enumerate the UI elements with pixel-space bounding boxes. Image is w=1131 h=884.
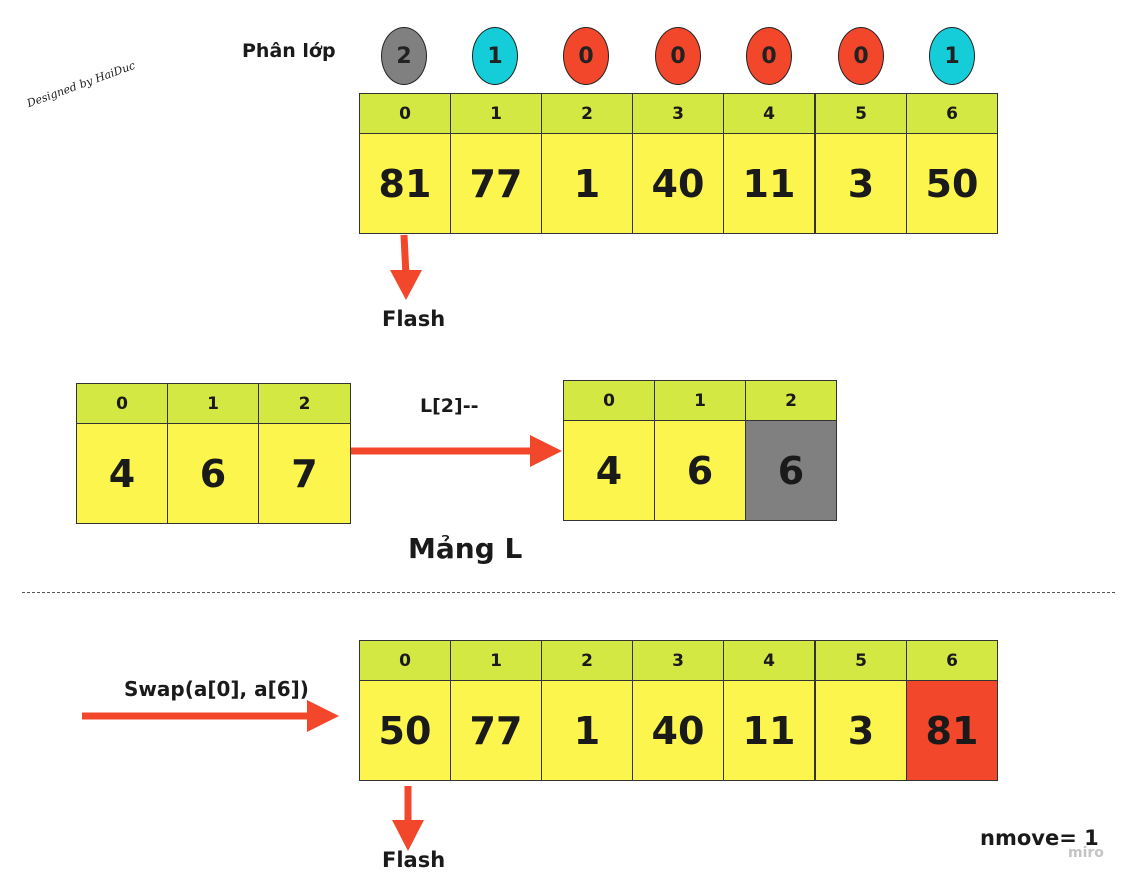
class-label: Phân lớp	[242, 40, 336, 62]
cell-index: 1	[655, 381, 745, 421]
cell-value: 1	[542, 134, 632, 233]
flash-arrow-bottom	[392, 786, 424, 851]
cell-index: 0	[564, 381, 654, 421]
decrement-label: L[2]--	[420, 395, 479, 417]
cell-value: 11	[724, 134, 814, 233]
cell-value: 4	[564, 421, 654, 520]
flash-arrow-top	[390, 234, 422, 300]
cell-value: 3	[816, 681, 906, 780]
class-badge-6: 1	[929, 27, 975, 85]
cell-index: 2	[542, 641, 632, 681]
cell-index: 3	[633, 94, 723, 134]
cell-value: 11	[724, 681, 814, 780]
cell-index: 4	[724, 641, 814, 681]
cell-value: 1	[542, 681, 632, 780]
cell-value: 50	[907, 134, 997, 233]
flash-label-bottom: Flash	[382, 848, 446, 872]
class-badge-3: 0	[655, 27, 701, 85]
cell-value: 7	[259, 424, 350, 523]
decrement-arrow	[351, 435, 562, 467]
flash-label-top: Flash	[382, 307, 446, 331]
class-badge-0: 2	[381, 27, 427, 85]
cell-value: 40	[633, 681, 723, 780]
cell-value-highlighted: 81	[907, 681, 997, 780]
cell-value: 3	[816, 134, 906, 233]
cell-value: 77	[451, 134, 541, 233]
cell-index: 0	[360, 94, 450, 134]
swap-label: Swap(a[0], a[6])	[124, 677, 309, 701]
class-badge-5: 0	[838, 27, 884, 85]
cell-index: 6	[907, 94, 997, 134]
cell-value: 81	[360, 134, 450, 233]
class-badge-2: 0	[563, 27, 609, 85]
swap-arrow	[82, 700, 339, 732]
class-badge-1: 1	[472, 27, 518, 85]
cell-value: 6	[168, 424, 258, 523]
cell-index: 3	[633, 641, 723, 681]
cell-value: 50	[360, 681, 450, 780]
cell-index: 0	[77, 384, 167, 424]
cell-index: 0	[360, 641, 450, 681]
cell-index: 2	[746, 381, 836, 421]
cell-index: 2	[259, 384, 350, 424]
section-divider	[22, 592, 1115, 593]
cell-index: 6	[907, 641, 997, 681]
cell-value: 77	[451, 681, 541, 780]
cell-index: 1	[451, 94, 541, 134]
cell-value: 40	[633, 134, 723, 233]
nmove-label: nmove= 1	[980, 826, 1099, 850]
class-badge-4: 0	[746, 27, 792, 85]
cell-index: 1	[451, 641, 541, 681]
miro-watermark: miro	[1068, 845, 1104, 861]
cell-index: 5	[816, 94, 906, 134]
cell-value: 6	[655, 421, 745, 520]
cell-index: 2	[542, 94, 632, 134]
cell-value: 4	[77, 424, 167, 523]
cell-value-highlighted: 6	[746, 421, 836, 520]
cell-index: 1	[168, 384, 258, 424]
cell-index: 4	[724, 94, 814, 134]
array-L-title: Mảng L	[408, 532, 523, 565]
cell-index: 5	[816, 641, 906, 681]
